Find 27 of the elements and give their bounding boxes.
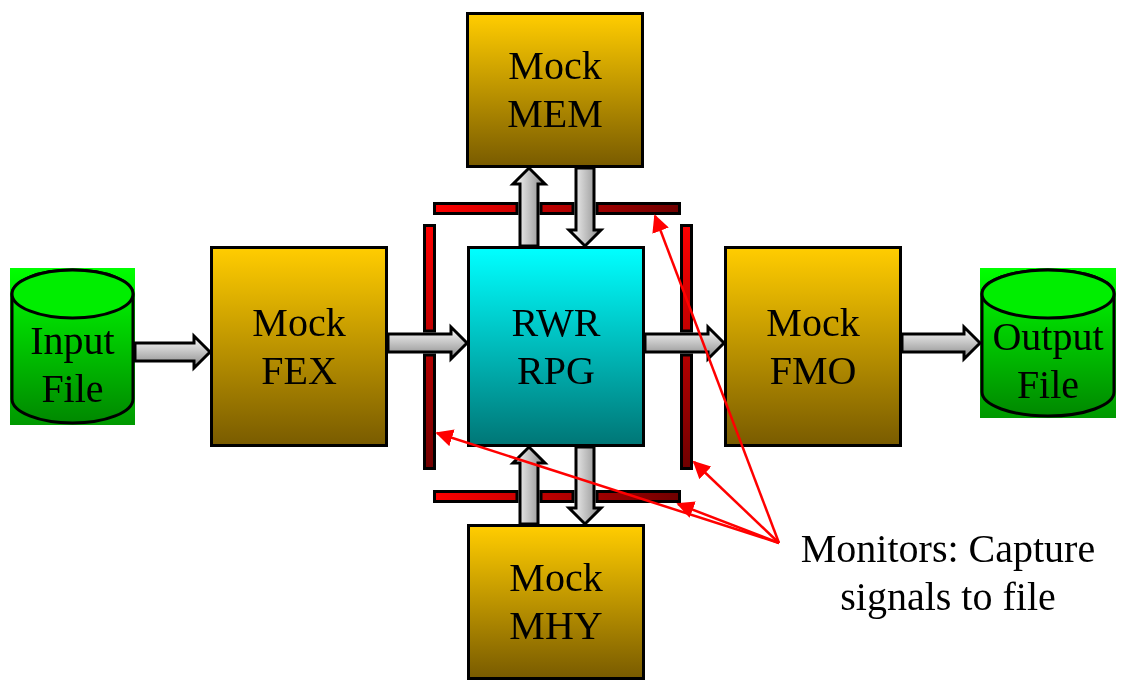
leader-line xyxy=(676,501,780,545)
leader-line xyxy=(435,429,780,545)
block-arrow xyxy=(643,323,727,363)
module-box xyxy=(210,246,388,447)
leader-line xyxy=(652,214,781,544)
database-cylinder xyxy=(980,268,1116,418)
node-label: Mock FMO xyxy=(765,298,861,395)
block-arrow xyxy=(509,165,549,248)
node-label: Input File xyxy=(29,316,116,413)
block-arrow xyxy=(900,323,983,363)
block-arrow xyxy=(565,445,605,527)
node-label: Output File xyxy=(991,313,1105,409)
node-label: Mock MEM xyxy=(506,42,604,138)
processor-box xyxy=(467,246,645,447)
annotation-text: Monitors: Capture signals to file xyxy=(799,525,1097,621)
block-arrow xyxy=(509,444,549,526)
node-label: Mock MHY xyxy=(508,554,604,650)
block-arrow xyxy=(386,323,470,363)
node-label: RWR RPG xyxy=(510,298,602,395)
block-arrow xyxy=(565,166,605,249)
module-box xyxy=(466,12,644,168)
node-label: Mock FEX xyxy=(251,298,347,395)
module-box xyxy=(724,246,902,447)
leader-line xyxy=(692,460,780,544)
module-box xyxy=(467,524,645,680)
block-arrow xyxy=(133,332,213,372)
database-cylinder xyxy=(10,268,135,425)
